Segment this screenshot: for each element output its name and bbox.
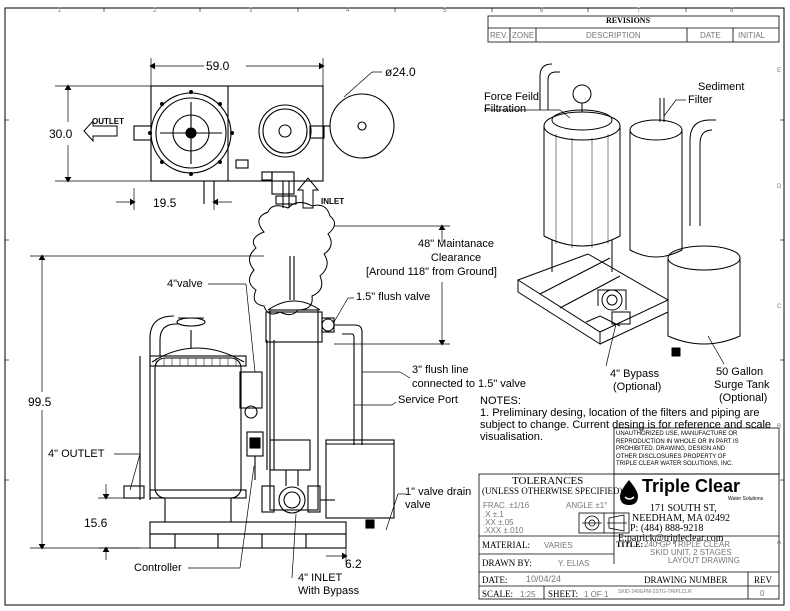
outlet-label: OUTLET	[92, 117, 124, 126]
border-letter: B	[777, 424, 782, 430]
service-port-label: Service Port	[398, 394, 458, 406]
scale-value: 1:25	[520, 590, 536, 599]
company-name: Triple Clear	[642, 476, 741, 496]
revisions-col-description: DESCRIPTION	[586, 31, 641, 40]
tolerance-frac: FRAC. ±1/16	[483, 501, 530, 510]
revisions-col-zone: ZONE	[512, 31, 535, 40]
tolerances-subtitle: (UNLESS OTHERWISE SPECIFIED)	[482, 486, 623, 496]
date-value: 10/04/24	[526, 574, 562, 584]
dim-total-height: 99.5	[28, 395, 52, 409]
outlet-4in-label: 4" OUTLET	[48, 448, 105, 460]
sediment-label-2: Filter	[688, 94, 713, 106]
company-phone: P: (484) 888-9218	[630, 523, 704, 534]
revisions-col-initial: INITIAL	[738, 31, 766, 40]
tolerance-angle: ANGLE ±1°	[566, 501, 608, 510]
controller-label: Controller	[134, 562, 182, 574]
force-field-label-2: Filtration	[484, 103, 527, 115]
disclaimer-line: OTHER DISCLOSURES PROPERTY OF	[616, 453, 727, 460]
disclaimer-line: TRIPLE CLEAR WATER SOLUTIONS, INC.	[616, 461, 734, 467]
dim-offset: 19.5	[153, 196, 177, 210]
surge-label-2: Surge Tank	[714, 379, 770, 391]
border-letter: E	[777, 68, 782, 74]
border-number: 8	[730, 8, 734, 14]
flush-valve-label: 1.5" flush valve	[356, 291, 431, 303]
title-line-3: LAYOUT DRAWING	[668, 556, 740, 565]
border-number: 5	[443, 8, 447, 14]
rev-label: REV	[754, 575, 772, 585]
border-letter: A	[777, 540, 782, 546]
force-field-label-1: Force Feild	[484, 91, 540, 103]
date-label: DATE:	[482, 575, 508, 585]
title-line-1: 240 GP TRIPLE CLEAR	[644, 540, 730, 549]
surge-label-3: (Optional)	[719, 392, 768, 404]
border-number: 3	[249, 8, 253, 14]
border-number: 6	[540, 8, 544, 14]
notes-line: subject to change. Current desing is for…	[480, 419, 772, 431]
title-label: TITLE:	[616, 540, 644, 549]
clearance-line-3: [Around 118" from Ground]	[366, 266, 497, 278]
drawing-number-label: DRAWING NUMBER	[644, 575, 728, 585]
bypass-label-2: (Optional)	[613, 381, 662, 393]
inlet-4in-label-2: With Bypass	[298, 585, 360, 597]
company-address-1: 171 SOUTH ST,	[650, 503, 717, 514]
surge-label-1: 50 Gallon	[716, 366, 764, 378]
drawing-number-value: SKID-240GPM-2STG-TRIPLCLR	[618, 589, 692, 595]
title-line-2: SKID UNIT, 2 STAGES	[650, 548, 732, 557]
material-label: MATERIAL:	[482, 540, 530, 550]
border-number: 7	[637, 8, 641, 14]
valve-4in-label: 4"valve	[167, 278, 203, 290]
revisions-col-rev: REV.	[490, 31, 508, 40]
inlet-label: INLET	[321, 197, 345, 206]
border-number: 1	[58, 8, 62, 14]
clearance-line-2: Clearance	[430, 252, 482, 264]
company-tagline: Water Solutions	[728, 496, 764, 502]
tolerance-xxx: .XXX ±.010	[483, 526, 524, 535]
notes-heading: NOTES:	[480, 395, 521, 407]
company-email: E:patrick@tripleclear.com	[618, 533, 724, 544]
material-value: VARIES	[544, 541, 573, 550]
inlet-4in-label-1: 4" INLET	[298, 572, 343, 584]
rev-value: 0	[760, 589, 765, 598]
border-letter: C	[777, 304, 782, 310]
disclaimer-line: PROHIBITED. DRAWING, DESIGN AND	[616, 446, 726, 452]
dim-15-6: 15.6	[84, 516, 108, 530]
scale-label: SCALE:	[482, 589, 514, 599]
revisions-title: REVISIONS	[606, 16, 651, 25]
notes-line: visualisation.	[480, 431, 543, 443]
company-address-2: NEEDHAM, MA 02492	[632, 513, 731, 524]
drawn-by-label: DRAWN BY:	[482, 558, 532, 568]
border-number: 4	[346, 8, 350, 14]
dim-width: 59.0	[206, 59, 230, 73]
flush-line-label-1: 3" flush line	[412, 364, 469, 376]
drain-valve-label-2: valve	[405, 499, 431, 511]
border-letter: D	[777, 184, 782, 190]
disclaimer-line: REPRODUCTION IN WHOLE OR IN PART IS	[616, 438, 739, 445]
border-number: 2	[153, 8, 157, 14]
disclaimer-line: UNAUTHORIZED USE, MANUFACTURE OR	[616, 431, 738, 437]
dim-height: 30.0	[49, 127, 73, 141]
disclaimer-text: UNAUTHORIZED USE, MANUFACTURE OR REPRODU…	[616, 431, 739, 469]
dim-6-2: 6.2	[345, 557, 362, 571]
tolerance-xx: .XX ±.05	[483, 518, 514, 527]
tolerance-x: .X ±.1	[483, 510, 504, 519]
bypass-label-1: 4" Bypass	[610, 368, 660, 380]
tolerances-title: TOLERANCES	[512, 475, 584, 487]
sheet-value: 1 OF 1	[584, 590, 609, 599]
drain-valve-label-1: 1" valve drain	[405, 486, 472, 498]
sheet-label: SHEET:	[548, 589, 579, 599]
sediment-label-1: Sediment	[698, 81, 745, 93]
revisions-col-date: DATE	[700, 31, 721, 40]
drawn-by-value: Y. ELIAS	[558, 559, 590, 568]
notes-line: 1. Preliminary desing, location of the f…	[480, 407, 760, 419]
flush-line-label-2: connected to 1.5" valve	[412, 378, 526, 390]
clearance-line-1: 48" Maintanace	[417, 238, 495, 250]
dim-diameter: ø24.0	[385, 65, 416, 79]
